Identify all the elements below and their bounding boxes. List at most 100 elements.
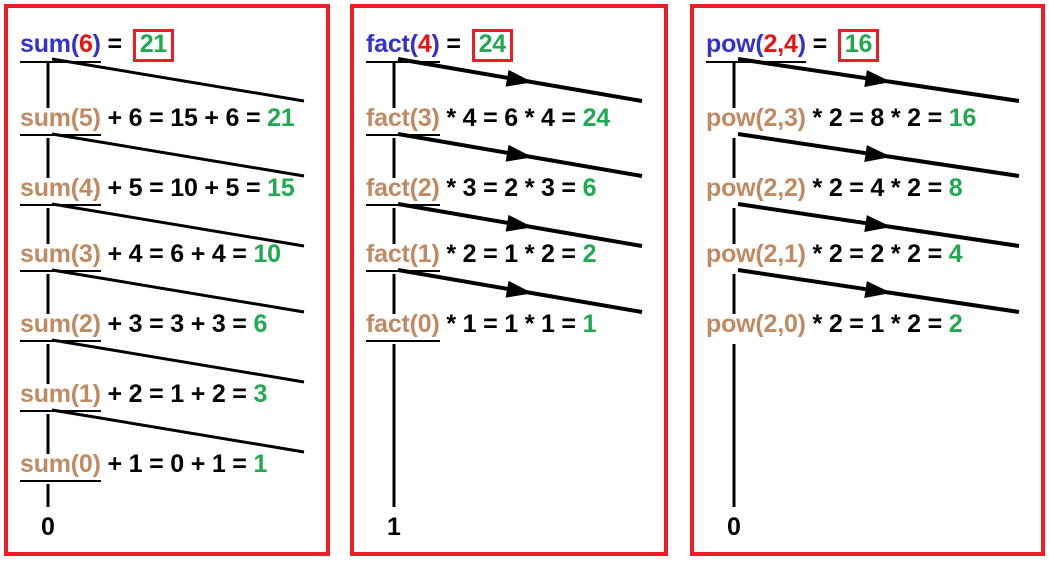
- call-result: 24: [582, 104, 611, 132]
- call-label: sum(1): [20, 380, 101, 412]
- call-result: 6: [582, 174, 597, 202]
- header-equals: =: [100, 30, 129, 58]
- call-result: 3: [253, 380, 268, 408]
- call-result: 6: [253, 310, 268, 338]
- panel-fact-connectors: [392, 57, 643, 507]
- call-expression: * 1 = 1 * 1 =: [439, 310, 583, 338]
- call-result: 2: [582, 240, 597, 268]
- header-function-name: pow: [706, 30, 756, 58]
- panel-fact-header: fact(4) = 24: [354, 29, 676, 63]
- call-row: pow(2,0) * 2 = 1 * 2 = 2: [694, 310, 1049, 339]
- call-expression: + 2 = 1 + 2 =: [100, 380, 254, 408]
- call-label: sum(2): [20, 310, 101, 342]
- call-result: 10: [253, 240, 281, 268]
- recursion-arrowhead: [864, 215, 892, 232]
- call-expression: * 2 = 8 * 2 =: [805, 104, 949, 132]
- call-result: 2: [948, 310, 963, 338]
- recursion-arrow-line: [737, 132, 1020, 178]
- header-equals: =: [439, 30, 468, 58]
- panel-sum: sum(6) = 21 sum(5) + 6 = 15 + 6 = 21 sum(4…: [4, 4, 330, 556]
- recursion-arrowhead: [505, 69, 533, 87]
- base-case-value: 0: [727, 513, 741, 541]
- call-row: sum(3) + 4 = 6 + 4 = 10: [8, 240, 338, 272]
- header-equals: =: [805, 30, 834, 58]
- call-row: pow(2,2) * 2 = 4 * 2 = 8: [694, 174, 1049, 203]
- header-arguments: 4: [417, 30, 432, 58]
- call-row: sum(0) + 1 = 0 + 1 = 1: [8, 450, 338, 482]
- call-result: 15: [267, 174, 295, 202]
- call-label: fact(0): [366, 310, 440, 342]
- call-row: fact(2) * 3 = 2 * 3 = 6: [354, 174, 676, 206]
- recursion-arrow-line: [51, 408, 305, 454]
- call-result: 16: [948, 104, 977, 132]
- header-function-name: sum: [20, 30, 71, 58]
- panel-pow: pow(2,4) = 16 pow(2,3) * 2 = 8 * 2 = 16 po…: [690, 4, 1045, 556]
- header-call: sum(6): [20, 30, 101, 63]
- call-label: pow(2,2): [706, 174, 806, 202]
- call-result: 1: [582, 310, 597, 338]
- recursion-arrow-line: [397, 57, 643, 103]
- call-expression: + 1 = 0 + 1 =: [100, 450, 254, 478]
- header-call: fact(4): [366, 30, 440, 63]
- header-paren-close: ): [92, 30, 101, 58]
- call-result: 4: [948, 240, 963, 268]
- call-expression: * 3 = 2 * 3 =: [439, 174, 583, 202]
- header-call: pow(2,4): [706, 30, 806, 63]
- call-label: pow(2,1): [706, 240, 806, 268]
- recursion-arrow-line: [51, 132, 305, 178]
- call-expression: * 2 = 4 * 2 =: [805, 174, 949, 202]
- panel-sum-header: sum(6) = 21: [8, 29, 338, 63]
- recursion-arrow-line: [51, 57, 305, 103]
- call-result: 21: [267, 104, 295, 132]
- recursion-arrowhead: [505, 144, 533, 162]
- call-label: sum(3): [20, 240, 101, 272]
- call-label: pow(2,3): [706, 104, 806, 132]
- header-result-boxed: 24: [471, 29, 513, 62]
- recursion-arrow-line: [51, 338, 305, 384]
- call-expression: + 3 = 3 + 3 =: [100, 310, 254, 338]
- header-result-boxed: 21: [132, 29, 175, 62]
- header-result-boxed: 16: [837, 29, 880, 62]
- call-row: sum(4) + 5 = 10 + 5 = 15: [8, 174, 338, 206]
- call-row: sum(2) + 3 = 3 + 3 = 6: [8, 310, 338, 342]
- call-expression: * 4 = 6 * 4 =: [439, 104, 583, 132]
- call-label: sum(4): [20, 174, 101, 206]
- call-label: sum(5): [20, 104, 101, 136]
- header-paren-open: (: [409, 30, 418, 58]
- call-result: 1: [253, 450, 268, 478]
- call-label: sum(0): [20, 450, 101, 482]
- header-arguments: 2,4: [763, 30, 798, 58]
- call-row: pow(2,1) * 2 = 2 * 2 = 4: [694, 240, 1049, 269]
- base-case-value: 0: [41, 513, 55, 541]
- header-paren-close: ): [797, 30, 806, 58]
- call-expression: * 2 = 1 * 2 =: [805, 310, 949, 338]
- recursion-arrow-line: [51, 268, 305, 314]
- call-expression: + 4 = 6 + 4 =: [100, 240, 254, 268]
- recursion-arrowhead: [505, 214, 533, 232]
- call-row: fact(0) * 1 = 1 * 1 = 1: [354, 310, 676, 342]
- recursion-arrow-line: [737, 57, 1020, 103]
- header-function-name: fact: [366, 30, 410, 58]
- call-row: sum(5) + 6 = 15 + 6 = 21: [8, 104, 338, 136]
- header-paren-open: (: [755, 30, 764, 58]
- panel-sum-inner: sum(6) = 21 sum(5) + 6 = 15 + 6 = 21 sum(4…: [8, 8, 326, 552]
- recursion-arrow-line: [397, 132, 643, 178]
- call-label: fact(1): [366, 240, 440, 272]
- recursion-arrowhead: [864, 145, 892, 162]
- panel-pow-header: pow(2,4) = 16: [694, 29, 1049, 63]
- call-row: sum(1) + 2 = 1 + 2 = 3: [8, 380, 338, 412]
- recursion-arrowhead: [864, 70, 892, 87]
- call-expression: * 2 = 2 * 2 =: [805, 240, 949, 268]
- call-result: 8: [948, 174, 963, 202]
- panel-pow-inner: pow(2,4) = 16 pow(2,3) * 2 = 8 * 2 = 16 po…: [694, 8, 1041, 552]
- header-arguments: 6: [78, 30, 93, 58]
- call-label: fact(3): [366, 104, 440, 136]
- call-expression: + 6 = 15 + 6 =: [100, 104, 268, 132]
- call-expression: + 5 = 10 + 5 =: [100, 174, 268, 202]
- header-paren-open: (: [70, 30, 79, 58]
- call-label: pow(2,0): [706, 310, 806, 338]
- call-row: pow(2,3) * 2 = 8 * 2 = 16: [694, 104, 1049, 133]
- call-expression: * 2 = 1 * 2 =: [439, 240, 583, 268]
